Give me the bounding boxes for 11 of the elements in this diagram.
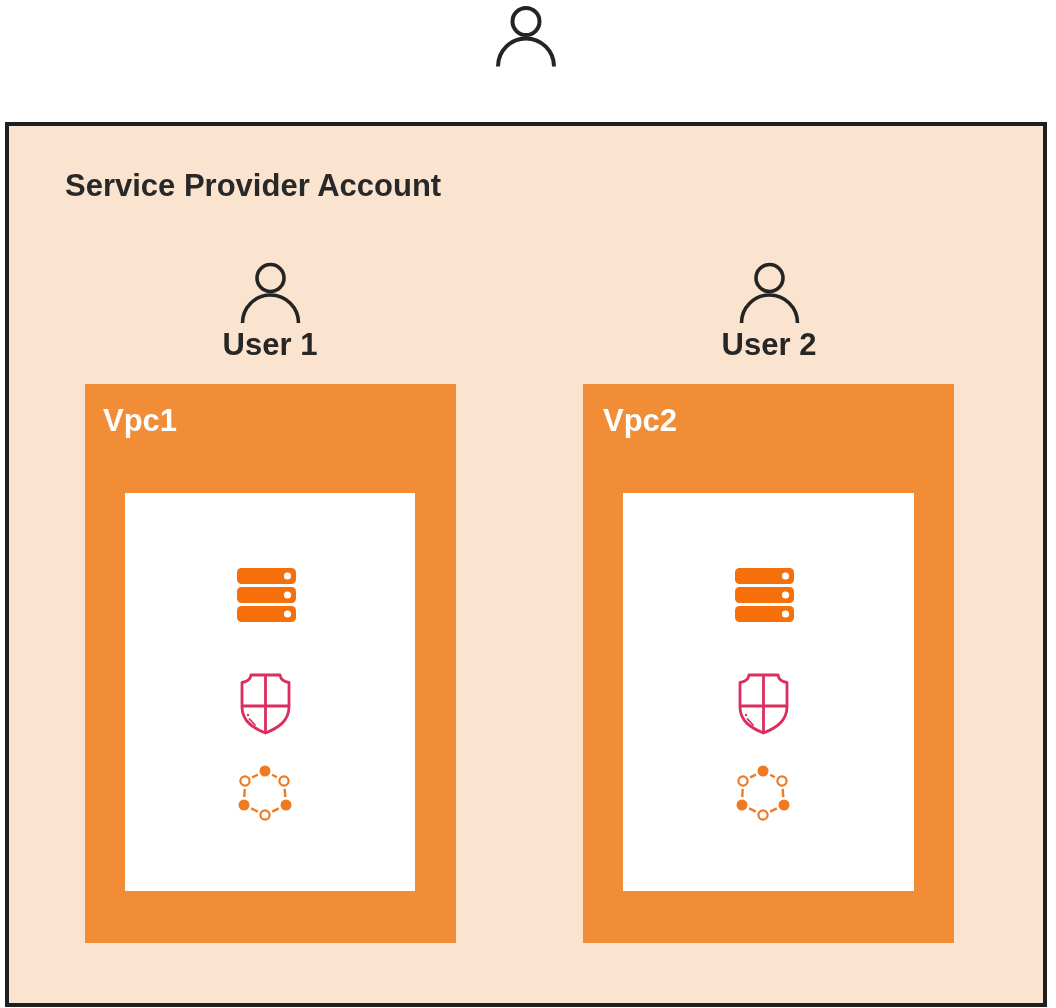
vpc-container [583, 384, 954, 943]
vpc-label: Vpc2 [603, 403, 678, 439]
content-panel [623, 493, 914, 891]
content-panel [125, 493, 415, 891]
container-title: Service Provider Account [65, 168, 442, 204]
user-label: User 1 [222, 327, 318, 363]
person-icon [495, 5, 557, 68]
account-container [5, 122, 1047, 1007]
vpc-label: Vpc1 [103, 403, 178, 439]
vpc-container [85, 384, 456, 943]
user-label: User 2 [721, 327, 817, 363]
